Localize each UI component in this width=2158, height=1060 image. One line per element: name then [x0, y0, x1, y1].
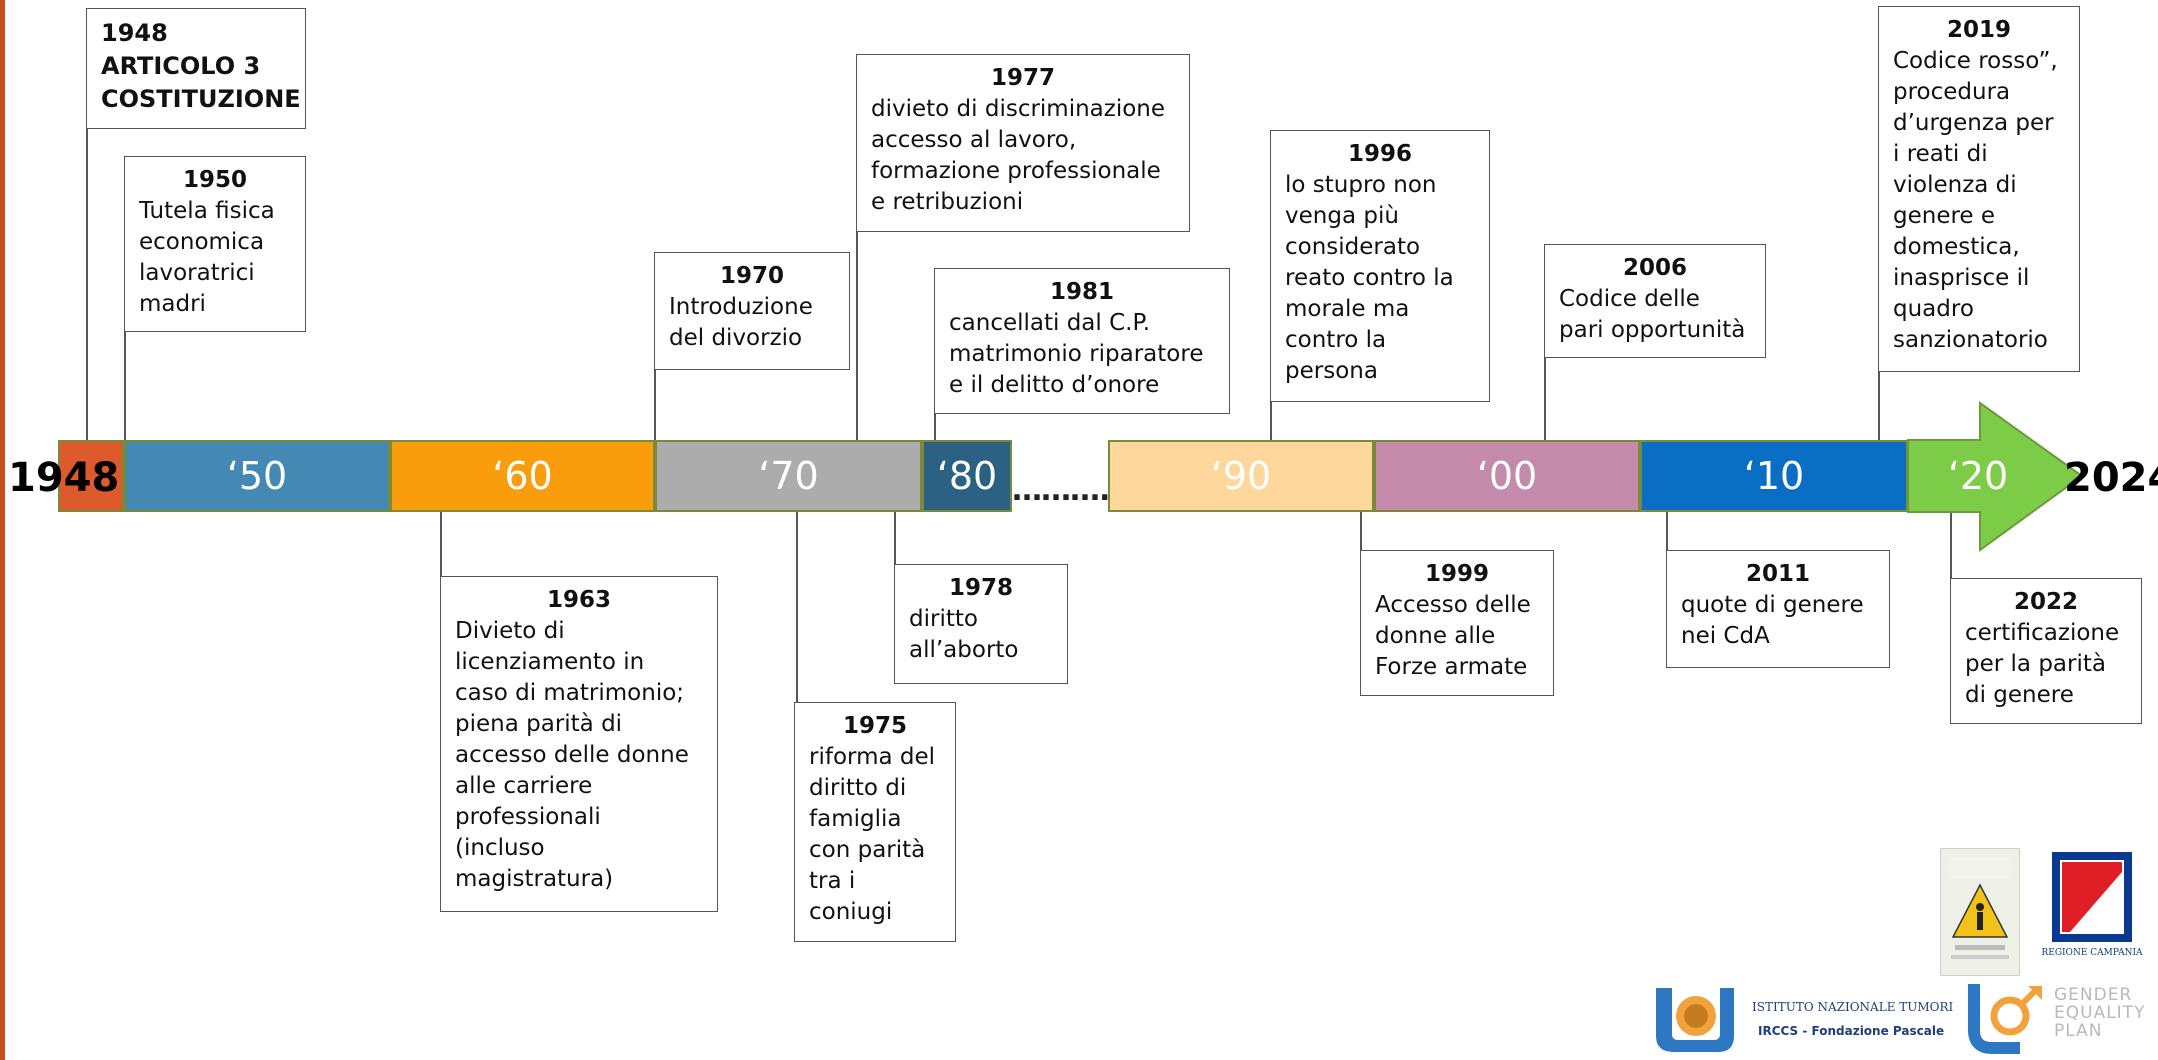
connector-2022: [1950, 512, 1952, 578]
event-year: 1978: [948, 575, 1013, 601]
connector-1999: [1360, 512, 1362, 550]
regione-campania-crest-icon: [2040, 852, 2144, 960]
connector-1970: [654, 370, 656, 440]
left-accent-bar: [0, 0, 5, 1060]
event-text: Tutela fisica economica lavoratrici madr…: [139, 198, 275, 317]
timeline-gap-dots: ………..: [1012, 473, 1121, 508]
timeline-segment-00s: ‘00: [1374, 440, 1640, 512]
event-card-1978: 1978 diritto all’aborto: [894, 564, 1068, 684]
event-year: 1975: [842, 713, 907, 739]
event-year: 2022: [2013, 589, 2078, 615]
event-year: 1977: [990, 65, 1055, 91]
event-text: quote di genere nei CdA: [1681, 592, 1864, 649]
event-text: diritto all’aborto: [909, 606, 1019, 663]
event-text: Introduzione del divorzio: [669, 294, 813, 351]
gep-text: GENDER EQUALITY PLAN: [2054, 985, 2146, 1041]
event-year: 2011: [1745, 561, 1810, 587]
event-year: 1996: [1347, 141, 1412, 167]
connector-1978: [894, 512, 896, 564]
connector-2011: [1666, 512, 1668, 550]
event-card-1963: 1963 Divieto di licenziamento in caso di…: [440, 576, 718, 912]
istituto-name-line1: ISTITUTO NAZIONALE TUMORI: [1752, 1000, 1954, 1014]
timeline-segment-70s: ‘70: [655, 440, 922, 512]
regione-campania-logo: REGIONE CAMPANIA: [2040, 848, 2144, 966]
event-year: 2019: [1946, 17, 2011, 43]
event-text: Codice delle pari opportunità: [1559, 286, 1746, 343]
timeline-segment-60s: ‘60: [390, 440, 655, 512]
event-text: Divieto di licenziamento in caso di matr…: [455, 618, 689, 892]
regione-campania-text: REGIONE CAMPANIA: [2041, 948, 2143, 958]
event-card-2006: 2006 Codice delle pari opportunità: [1544, 244, 1766, 358]
timeline-segment-50s: ‘50: [124, 440, 390, 512]
istituto-emblem-icon: [1656, 988, 1734, 1052]
event-text: cancellati dal C.P. matrimonio riparator…: [949, 310, 1204, 398]
warning-sign-icon: [1949, 857, 2011, 959]
connector-1977: [856, 230, 858, 440]
timeline-segment-10s: ‘10: [1640, 440, 1908, 512]
event-card-1996: 1996 lo stupro non venga più considerato…: [1270, 130, 1490, 402]
event-text: Accesso delle donne alle Forze armate: [1375, 592, 1531, 680]
event-year: 1963: [546, 587, 611, 613]
event-text: Codice rosso”, procedura d’urgenza per i…: [1893, 48, 2058, 353]
event-year: 1981: [1049, 279, 1114, 305]
event-card-2011: 2011 quote di genere nei CdA: [1666, 550, 1890, 668]
event-card-1999: 1999 Accesso delle donne alle Forze arma…: [1360, 550, 1554, 696]
event-card-1950: 1950 Tutela fisica economica lavoratrici…: [124, 156, 306, 332]
timeline-segment-80s: ‘80: [922, 440, 1012, 512]
event-text: riforma del diritto di famiglia con pari…: [809, 744, 936, 925]
connector-1948: [86, 128, 88, 440]
gender-symbol-icon: [1968, 984, 2042, 1054]
timeline-start-label: 1948: [8, 455, 120, 501]
event-card-1970: 1970 Introduzione del divorzio: [654, 252, 850, 370]
event-text: certificazione per la parità di genere: [1965, 620, 2120, 708]
timeline-segment-1948: [58, 440, 124, 512]
event-year: 1950: [182, 167, 247, 193]
timeline-segment-90s: ‘90: [1108, 440, 1374, 512]
connector-1963: [440, 512, 442, 576]
istituto-tumori-logo: ISTITUTO NAZIONALE TUMORI IRCCS - Fondaz…: [1648, 980, 1953, 1056]
connector-1981: [934, 412, 936, 440]
event-card-1948: 1948 ARTICOLO 3 COSTITUZIONE: [86, 8, 306, 129]
connector-2006: [1544, 357, 1546, 440]
event-card-1981: 1981 cancellati dal C.P. matrimonio ripa…: [934, 268, 1230, 414]
connector-1950: [124, 330, 126, 440]
event-year: 1999: [1424, 561, 1489, 587]
connector-1975: [796, 512, 798, 702]
timeline-arrow-head: [1907, 401, 2084, 552]
event-card-1975: 1975 riforma del diritto di famiglia con…: [794, 702, 956, 942]
event-text: lo stupro non venga più considerato reat…: [1285, 172, 1454, 384]
event-card-1977: 1977 divieto di discriminazione accesso …: [856, 54, 1190, 232]
event-card-2022: 2022 certificazione per la parità di gen…: [1950, 578, 2142, 724]
event-card-2019: 2019 Codice rosso”, procedura d’urgenza …: [1878, 6, 2080, 372]
timeline-end-label: 2024: [2064, 455, 2158, 501]
gender-equality-plan-logo: GENDER EQUALITY PLAN: [1968, 978, 2158, 1058]
event-text: divieto di discriminazione accesso al la…: [871, 96, 1166, 215]
connector-2019: [1878, 370, 1880, 440]
event-year: 1948: [101, 19, 168, 47]
event-year: 2006: [1622, 255, 1687, 281]
event-text: ARTICOLO 3 COSTITUZIONE: [101, 52, 301, 113]
istituto-name-line2: IRCCS - Fondazione Pascale: [1758, 1024, 1945, 1038]
timeline-segment-20s: ‘20: [1947, 454, 2009, 498]
event-year: 1970: [719, 263, 784, 289]
consigliera-lavoro-logo: [1940, 848, 2020, 976]
connector-1996: [1270, 400, 1272, 440]
